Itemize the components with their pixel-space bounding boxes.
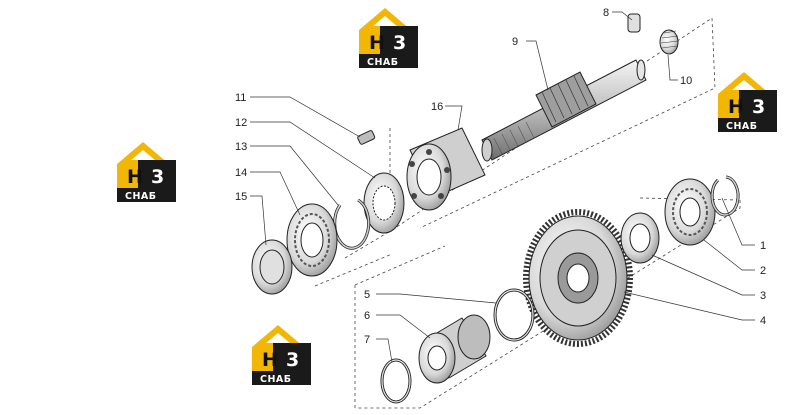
part-7-o-ring [380, 358, 412, 404]
part-9-shaft [481, 59, 647, 162]
svg-text:H: H [127, 166, 143, 188]
callout-12: 12 [235, 117, 247, 129]
watermark-logo: H 3 СНАБ [359, 8, 418, 68]
callout-4: 4 [760, 315, 766, 327]
svg-text:H: H [728, 96, 744, 118]
part-2-bearing [664, 178, 716, 246]
svg-text:СНАБ: СНАБ [260, 374, 292, 385]
svg-text:3: 3 [286, 349, 299, 371]
svg-text:H: H [369, 32, 385, 54]
svg-text:3: 3 [151, 166, 164, 188]
callout-11: 11 [235, 92, 246, 104]
part-1-snap-ring [710, 175, 740, 217]
part-11-spring-pin [357, 130, 376, 145]
callout-15: 15 [235, 191, 247, 203]
watermark-logo: H 3 СНАБ [252, 325, 311, 385]
svg-text:3: 3 [393, 32, 406, 54]
svg-text:H: H [262, 349, 278, 371]
part-13-snap-ring [333, 198, 371, 250]
callout-9: 9 [512, 36, 518, 48]
callouts: 8 9 10 16 11 12 13 14 15 1 2 3 4 5 6 7 [235, 7, 766, 346]
watermark-logo: H 3 СНАБ [117, 142, 176, 202]
leader-lines [250, 11, 755, 363]
part-16-coupling-hub [406, 127, 486, 211]
callout-14: 14 [235, 167, 247, 179]
svg-text:3: 3 [752, 96, 765, 118]
svg-text:СНАБ: СНАБ [367, 57, 399, 68]
part-6-sleeve [418, 314, 491, 384]
part-5-o-ring [493, 288, 535, 342]
part-12-splined-ring [363, 172, 405, 234]
callout-6: 6 [364, 310, 370, 322]
part-15-nut [251, 239, 293, 295]
svg-text:СНАБ: СНАБ [726, 121, 758, 132]
part-4-gear [523, 209, 633, 347]
callout-3: 3 [760, 290, 766, 302]
part-8-dowel-pin [627, 13, 641, 33]
svg-text:СНАБ: СНАБ [125, 191, 157, 202]
callout-2: 2 [760, 265, 766, 277]
callout-5: 5 [364, 289, 370, 301]
callout-10: 10 [680, 75, 692, 87]
callout-16: 16 [431, 101, 443, 113]
part-10-threaded-plug [659, 29, 679, 55]
watermark-logo: H 3 СНАБ [718, 72, 777, 132]
callout-1: 1 [760, 240, 766, 252]
callout-13: 13 [235, 141, 247, 153]
callout-7: 7 [364, 334, 370, 346]
part-14-bearing [286, 203, 338, 277]
part-3-washer [620, 212, 660, 264]
callout-8: 8 [603, 7, 609, 19]
